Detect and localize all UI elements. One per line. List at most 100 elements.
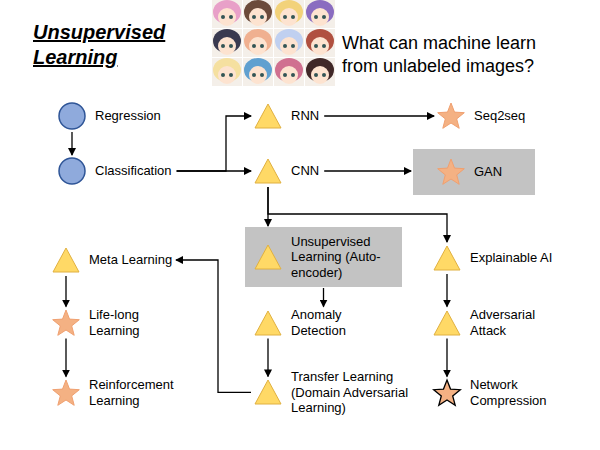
face-tile bbox=[212, 58, 242, 86]
topic-node: Explainable AI bbox=[432, 243, 552, 273]
face-eye bbox=[260, 15, 264, 19]
triangle-shape bbox=[255, 245, 281, 269]
topic-label: Explainable AI bbox=[470, 250, 552, 266]
highlight-box: Unsupervised Learning (Auto-encoder) bbox=[245, 227, 402, 287]
topic-label: Anomaly Detection bbox=[291, 307, 363, 338]
topic-icon bbox=[51, 378, 81, 408]
face-eye bbox=[260, 73, 264, 77]
face-eye bbox=[291, 15, 295, 19]
face-tile bbox=[243, 58, 273, 86]
topic-icon bbox=[432, 243, 462, 273]
arrow-connector bbox=[446, 274, 447, 307]
anime-face-collage bbox=[212, 0, 336, 88]
topic-icon bbox=[432, 378, 462, 408]
face-eye bbox=[229, 73, 233, 77]
face-skin bbox=[280, 37, 298, 55]
highlight-box: GAN bbox=[413, 149, 535, 195]
topic-label: CNN bbox=[291, 163, 319, 179]
arrow-connector bbox=[177, 170, 251, 171]
arrow-connector bbox=[267, 339, 268, 377]
face-skin bbox=[311, 66, 329, 84]
face-eye bbox=[260, 44, 264, 48]
arrow-connector bbox=[324, 115, 434, 116]
face-eye bbox=[322, 44, 326, 48]
triangle-shape bbox=[255, 104, 281, 128]
face-tile bbox=[274, 29, 304, 57]
topic-icon bbox=[57, 156, 87, 186]
topic-icon bbox=[436, 101, 466, 131]
topic-label: RNN bbox=[291, 108, 319, 124]
star-shape bbox=[53, 380, 80, 405]
face-skin bbox=[249, 66, 267, 84]
face-skin bbox=[218, 8, 236, 26]
triangle-shape bbox=[434, 246, 460, 270]
face-skin bbox=[311, 8, 329, 26]
topic-label: Life-long Learning bbox=[89, 307, 159, 338]
face-skin bbox=[280, 66, 298, 84]
arrow-connector bbox=[176, 260, 251, 392]
face-eye bbox=[252, 44, 256, 48]
topic-label: Adversarial Attack bbox=[470, 307, 548, 338]
topic-label: Meta Learning bbox=[89, 252, 172, 268]
topic-node: Reinforcement Learning bbox=[51, 377, 187, 408]
topic-icon bbox=[436, 157, 466, 187]
face-eye bbox=[314, 73, 318, 77]
face-tile bbox=[274, 58, 304, 86]
face-eye bbox=[314, 44, 318, 48]
circle-shape bbox=[59, 158, 85, 184]
topic-node: Network Compression bbox=[432, 377, 560, 408]
topic-node: RNN bbox=[253, 101, 319, 131]
face-tile bbox=[212, 0, 242, 28]
face-eye bbox=[221, 73, 225, 77]
face-eye bbox=[322, 73, 326, 77]
topic-label: Reinforcement Learning bbox=[89, 377, 187, 408]
topic-node: Transfer Learning (Domain Adversarial Le… bbox=[253, 369, 421, 416]
topic-icon bbox=[253, 242, 283, 272]
topic-node: Seq2seq bbox=[436, 101, 525, 131]
topic-label: Seq2seq bbox=[474, 108, 525, 124]
face-eye bbox=[314, 15, 318, 19]
topic-node: Classification bbox=[57, 156, 172, 186]
face-eye bbox=[283, 15, 287, 19]
face-eye bbox=[221, 15, 225, 19]
face-eye bbox=[291, 44, 295, 48]
face-eye bbox=[252, 15, 256, 19]
topic-icon bbox=[57, 101, 87, 131]
arrow-connector bbox=[446, 339, 447, 377]
face-eye bbox=[252, 73, 256, 77]
star-shape bbox=[438, 159, 465, 184]
topic-node: Life-long Learning bbox=[51, 307, 159, 338]
face-tile bbox=[305, 0, 335, 28]
arrow-connector bbox=[177, 116, 251, 171]
topic-label: Unsupervised Learning (Auto-encoder) bbox=[291, 234, 395, 281]
topic-label: Classification bbox=[95, 163, 172, 179]
star-shape bbox=[53, 310, 80, 335]
topic-label: Network Compression bbox=[470, 377, 560, 408]
face-tile bbox=[212, 29, 242, 57]
face-tile bbox=[243, 29, 273, 57]
face-tile bbox=[305, 58, 335, 86]
face-tile bbox=[243, 0, 273, 28]
face-skin bbox=[249, 37, 267, 55]
arrow-connector bbox=[65, 339, 66, 377]
topic-node: CNN bbox=[253, 156, 319, 186]
arrow-connector bbox=[71, 132, 72, 155]
topic-icon bbox=[432, 308, 462, 338]
arrow-connector bbox=[324, 170, 411, 171]
face-tile bbox=[274, 0, 304, 28]
star-shape bbox=[438, 103, 465, 128]
circle-shape bbox=[59, 103, 85, 129]
topic-label: Regression bbox=[95, 108, 161, 124]
topic-icon bbox=[253, 308, 283, 338]
triangle-shape bbox=[434, 311, 460, 335]
triangle-shape bbox=[255, 311, 281, 335]
face-eye bbox=[322, 15, 326, 19]
triangle-shape bbox=[255, 380, 281, 404]
star-shape bbox=[434, 380, 461, 405]
face-skin bbox=[280, 8, 298, 26]
face-skin bbox=[311, 37, 329, 55]
topic-node: Meta Learning bbox=[51, 245, 172, 275]
topic-label: Transfer Learning (Domain Adversarial Le… bbox=[291, 369, 421, 416]
face-skin bbox=[249, 8, 267, 26]
